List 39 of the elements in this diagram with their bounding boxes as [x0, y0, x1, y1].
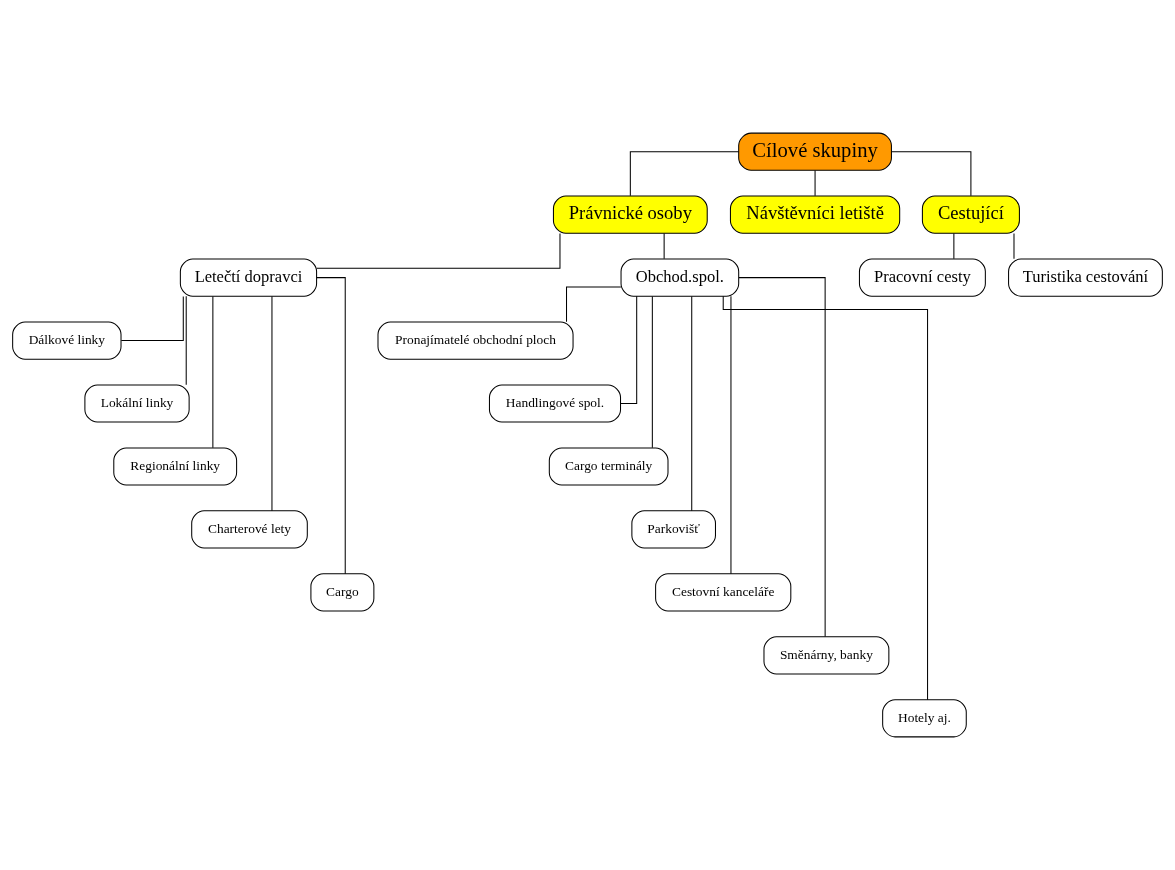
- connector: [566, 286, 622, 323]
- node-box: Pracovní cesty: [858, 258, 986, 297]
- node-box: Turistika cestování: [1008, 258, 1163, 297]
- connector: [953, 233, 955, 260]
- connector: [891, 151, 972, 197]
- node-box: Hotely aj.: [882, 699, 967, 738]
- node-box: Charterové lety: [191, 510, 308, 549]
- node-box: Cílové skupiny: [738, 132, 892, 171]
- connector: [663, 233, 665, 260]
- node-box: Handlingové spol.: [488, 384, 622, 423]
- connector: [629, 151, 740, 197]
- connector: [120, 296, 184, 342]
- connector: [271, 296, 273, 512]
- connector: [1013, 233, 1015, 260]
- node-box: Obchod.spol.: [620, 258, 740, 297]
- node-box: Právnické osoby: [552, 195, 708, 234]
- connector: [316, 232, 561, 269]
- connector: [212, 295, 214, 449]
- connector: [316, 277, 346, 575]
- node-box: Cargo: [310, 573, 375, 612]
- connector: [738, 277, 826, 638]
- connector: [691, 296, 693, 512]
- connector: [620, 295, 638, 405]
- node-box: Lokální linky: [84, 384, 190, 423]
- connector: [722, 295, 929, 701]
- node-box: Cargo terminály: [548, 447, 669, 486]
- node-box: Cestující: [921, 195, 1020, 234]
- node-box: Letečtí dopravci: [179, 258, 318, 297]
- connector: [185, 295, 187, 386]
- node-box: Dálkové linky: [12, 321, 122, 360]
- node-box: Parkovišť: [631, 510, 716, 549]
- node-box: Pronajímatelé obchodní ploch: [377, 321, 574, 360]
- node-box: Směnárny, banky: [763, 636, 890, 675]
- node-box: Návštěvníci letiště: [729, 195, 901, 234]
- node-box: Regionální linky: [113, 447, 238, 486]
- node-box: Cestovní kanceláře: [655, 573, 792, 612]
- connector: [814, 170, 816, 197]
- connector: [651, 295, 653, 449]
- connector: [730, 295, 732, 575]
